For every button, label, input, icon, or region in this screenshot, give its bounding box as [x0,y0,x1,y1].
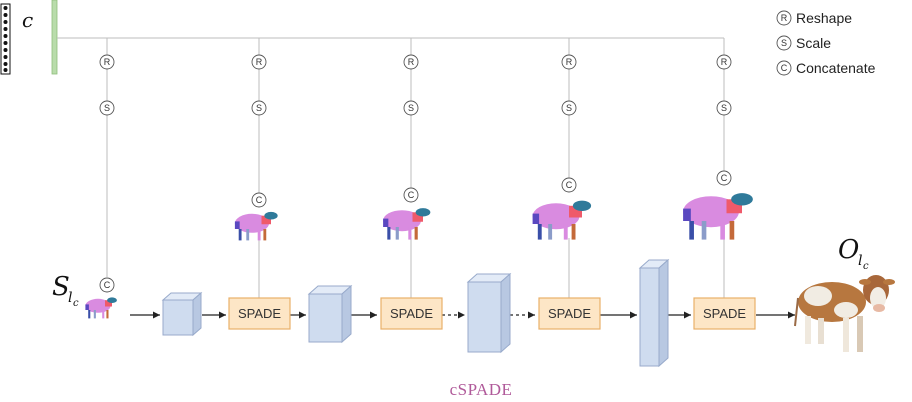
spade-label: SPADE [548,306,591,321]
scale-symbol: S [104,103,110,113]
segmap-sheep-icon [532,200,592,240]
concat-symbol: C [566,180,573,190]
reshape-icon [716,54,732,70]
reshape-symbol: R [408,57,415,67]
scale-symbol: S [256,103,262,113]
legend-label-reshape: Reshape [796,10,852,26]
scale-symbol: S [721,103,727,113]
scale-symbol: S [566,103,572,113]
concat-symbol: C [408,190,415,200]
feature-cube-2 [307,284,353,344]
op-column-2: R S C [251,54,267,208]
op-column-3: R S C [403,54,419,203]
output-label-main: O [838,235,859,265]
output-label: O l c [838,235,869,272]
scale-icon [776,35,792,51]
output-label-subsub: c [863,261,869,272]
scale-icon [716,100,732,116]
scale-icon [561,100,577,116]
reshape-icon [561,54,577,70]
input-label-main: S [52,272,70,302]
spade-block-3: SPADE [538,297,601,330]
vector-label: c [22,8,33,32]
output-cow-image [794,275,895,352]
output-label-sub: l [858,253,862,269]
segmap-sheep-icon [383,208,431,240]
concat-icon [99,277,115,293]
op-column-5: R S C [716,54,732,186]
input-label-subsub: c [73,298,79,309]
feature-cube-1 [161,291,203,337]
concat-icon [776,60,792,76]
code-bar [51,0,58,75]
legend-symbol: C [781,63,788,73]
segmap-sheep-icon [683,193,753,240]
spade-label: SPADE [238,306,281,321]
concat-icon [251,192,267,208]
scale-icon [99,100,115,116]
segmap-sheep-icon [234,211,278,241]
legend-label-concatenate: Concatenate [796,60,876,76]
scale-icon [251,100,267,116]
feature-cube-4 [638,258,670,368]
spade-block-4: SPADE [693,297,756,330]
concat-icon [403,187,419,203]
spade-label: SPADE [390,306,433,321]
reshape-icon [251,54,267,70]
concat-symbol: C [104,280,111,290]
op-column-4: R S C [561,54,577,193]
concat-icon [716,170,732,186]
spade-block-2: SPADE [380,297,443,330]
distribution-lines [57,37,725,298]
segmap-sheep-icon [85,297,117,319]
reshape-symbol: R [104,57,111,67]
reshape-icon [403,54,419,70]
spade-block-1: SPADE [228,297,291,330]
feature-cube-3 [466,272,512,354]
input-label: S l c [52,272,79,309]
reshape-icon [99,54,115,70]
legend-label-scale: Scale [796,35,831,51]
latent-vector [0,3,11,75]
spade-label: SPADE [703,306,746,321]
op-column-1: R S C [99,54,115,293]
reshape-symbol: R [566,57,573,67]
legend-symbol: R [781,13,788,23]
reshape-symbol: R [721,57,728,67]
legend-symbol: S [781,38,787,48]
reshape-icon [776,10,792,26]
legend: R Reshape S Scale C Concatenate [776,10,876,76]
diagram-caption: cSPADE [450,380,513,399]
reshape-symbol: R [256,57,263,67]
scale-symbol: S [408,103,414,113]
input-label-sub: l [68,290,72,306]
concat-icon [561,177,577,193]
scale-icon [403,100,419,116]
concat-symbol: C [256,195,263,205]
concat-symbol: C [721,173,728,183]
